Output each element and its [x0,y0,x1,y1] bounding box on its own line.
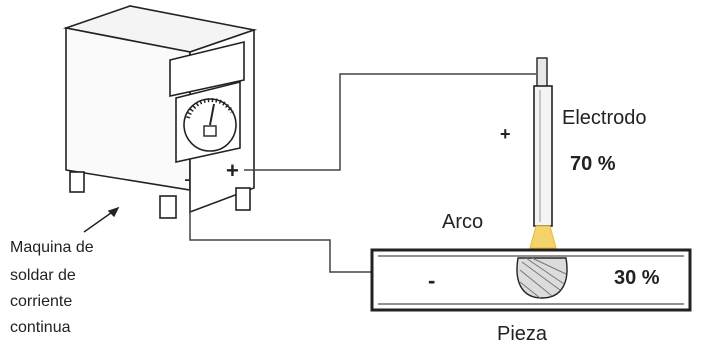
electrode-percent: 70 % [570,153,616,175]
machine-caption-line-3: corriente [10,293,72,310]
welding-arc [529,225,557,249]
workpiece-polarity: - [428,268,435,293]
positive-cable [244,73,536,171]
workpiece-label: Pieza [497,323,548,345]
workpiece-percent: 30 % [614,267,660,289]
machine-negative-terminal: - [184,166,191,191]
electrode-label: Electrodo [562,107,647,129]
machine-caption-line-2: soldar de [10,267,76,284]
gauge-icon [183,98,237,152]
electrode-polarity: + [500,124,511,144]
machine-caption-line-4: continua [10,319,71,336]
machine-caption-line-1: Maquina de [10,239,94,256]
electrode [533,57,553,227]
weld-pool [516,257,568,299]
caption-pointer-arrow [83,206,120,233]
arc-label: Arco [442,211,483,233]
negative-cable [189,190,372,273]
machine-positive-terminal: + [226,158,239,183]
